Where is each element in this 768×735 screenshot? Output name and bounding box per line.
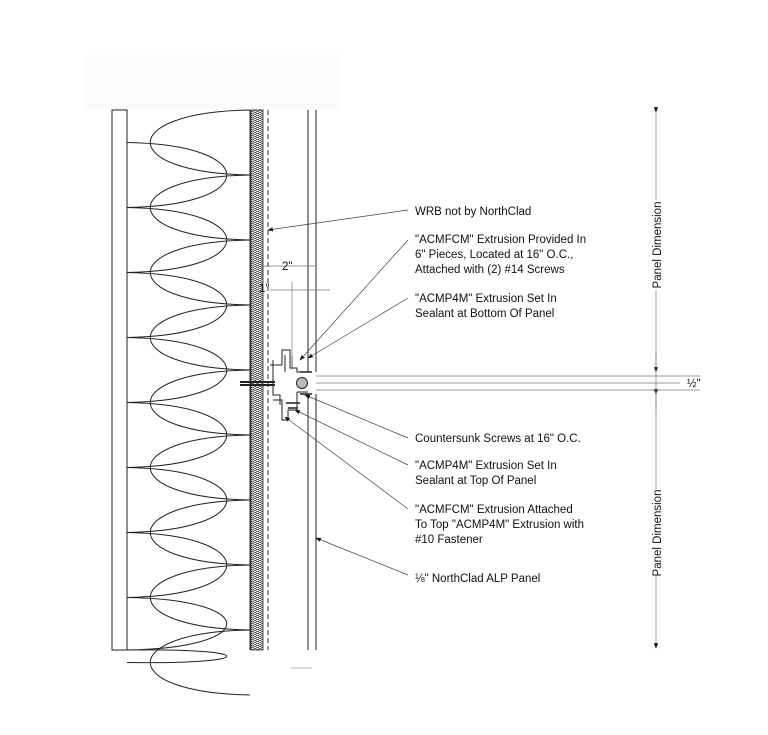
joint-dimension-text: ½" — [687, 378, 701, 390]
callout-panel: ⅛" NorthClad ALP Panel — [415, 573, 540, 585]
panel-dimension-line: Panel Dimension Panel Dimension ½" — [652, 107, 701, 649]
dimension-1in: 1" — [259, 282, 330, 370]
background-block — [85, 55, 340, 110]
callout-acmp4m-top: "ACMP4M" Extrusion Set In Sealant at Top… — [415, 460, 560, 487]
dimension-2in-text: 2" — [282, 261, 292, 273]
callout-countersunk: Countersunk Screws at 16" O.C. — [415, 433, 581, 445]
callout-acmfcm-provided: "ACMFCM" Extrusion Provided In 6" Pieces… — [415, 234, 589, 276]
callout-acmp4m-bottom: "ACMP4M" Extrusion Set In Sealant at Bot… — [415, 293, 560, 320]
extrusion-assembly — [240, 349, 312, 421]
panel-joint-lines — [316, 375, 700, 391]
batt-insulation — [126, 109, 251, 696]
callout-acmfcm-attached: "ACMFCM" Extrusion Attached To Top "ACMP… — [415, 504, 587, 546]
alp-panel — [307, 110, 317, 650]
dimension-2in: 2" — [261, 258, 315, 280]
leader-lines — [267, 209, 409, 576]
gypsum-board — [111, 109, 128, 651]
sheathing-wrb — [250, 109, 264, 651]
callout-wrb: WRB not by NorthClad — [415, 206, 531, 218]
panel-dimension-upper: Panel Dimension — [652, 202, 664, 289]
dimension-1in-text: 1" — [259, 283, 269, 295]
panel-dimension-lower: Panel Dimension — [652, 490, 664, 577]
